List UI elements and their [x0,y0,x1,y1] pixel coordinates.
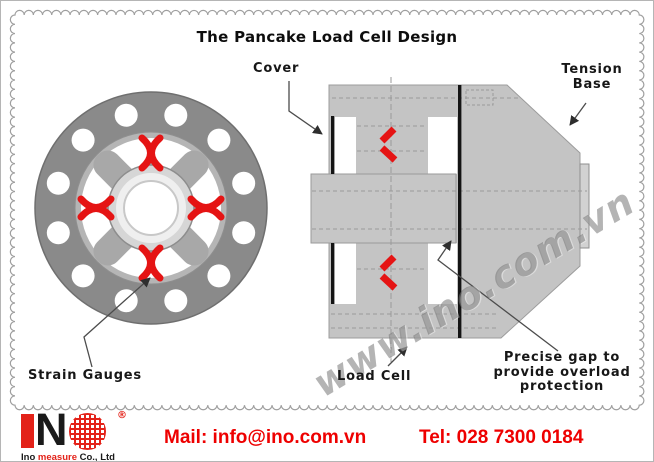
bolt-hole [71,128,95,152]
hub-bore [123,180,179,236]
diagram-title: The Pancake Load Cell Design [196,28,458,46]
bolt-holes [46,103,256,313]
registered-mark: ® [117,410,127,421]
load-cell-leader-line [387,346,408,367]
label-tension-base-line2: Base [572,76,612,92]
bolt-hole [207,128,231,152]
hub-band [310,173,457,244]
strain-gauges-leader-line [83,277,151,368]
diagram-canvas [9,9,645,411]
section-strain-gauges [379,126,398,291]
upper-right-relief [428,117,457,174]
bolt-hole [164,289,188,313]
bolt-hole [114,103,138,127]
footer: N ® Ino measure Co., Ltd Mail: info@ino.… [1,404,653,462]
label-tension-base-line1: Tension [561,62,623,77]
bolt-hole [46,221,70,245]
label-precise-gap-line1: Precise gap to [503,350,621,365]
label-precise-gap-line2: provide overload [493,364,631,380]
label-precise-gap: Precise gap to provide overload protecti… [478,350,646,395]
tagline-ino: Ino [21,452,38,462]
footer-tel: Tel: 028 7300 0184 [419,427,584,448]
bolt-hole [46,171,70,195]
front-view [34,91,268,325]
hidden-lines [312,97,587,329]
cover-leader-line [288,81,323,135]
ino-logo-o-grid-circle [68,413,106,450]
label-precise-gap-line3: protection [519,379,605,394]
bolt-hole [71,264,95,288]
hidden-bolt-hole [465,89,494,106]
footer-mail: Mail: info@ino.com.vn [164,427,367,448]
bolt-hole [232,221,256,245]
label-load-cell: Load Cell [337,369,412,384]
upper-left-relief [335,117,356,174]
ino-logo: N ® Ino measure Co., Ltd [21,404,141,462]
label-cover: Cover [253,61,300,76]
side-view [310,77,590,363]
label-strain-gauges: Strain Gauges [28,368,142,383]
ino-logo-letter-n: N [35,404,67,455]
tension-base-stub [579,163,590,249]
bolt-hole [207,264,231,288]
lower-left-relief [335,243,356,304]
tension-base-leader-line [569,102,587,126]
cover-line-upper [331,116,335,174]
stamp-border [9,9,645,411]
overload-gap-line [458,85,462,338]
bolt-hole [232,171,256,195]
cover-line-lower [331,243,335,304]
ino-logo-row: N ® [21,404,141,455]
bolt-hole [164,103,188,127]
ino-logo-tagline: Ino measure Co., Ltd [21,452,141,462]
tagline-co-ltd: Co., Ltd [76,452,115,462]
label-tension-base: Tension Base [546,62,638,92]
leader-lines [83,81,587,368]
ino-logo-i-bar [21,414,34,448]
precise-gap-leader-line [437,240,559,352]
tagline-measure: measure [37,452,77,462]
